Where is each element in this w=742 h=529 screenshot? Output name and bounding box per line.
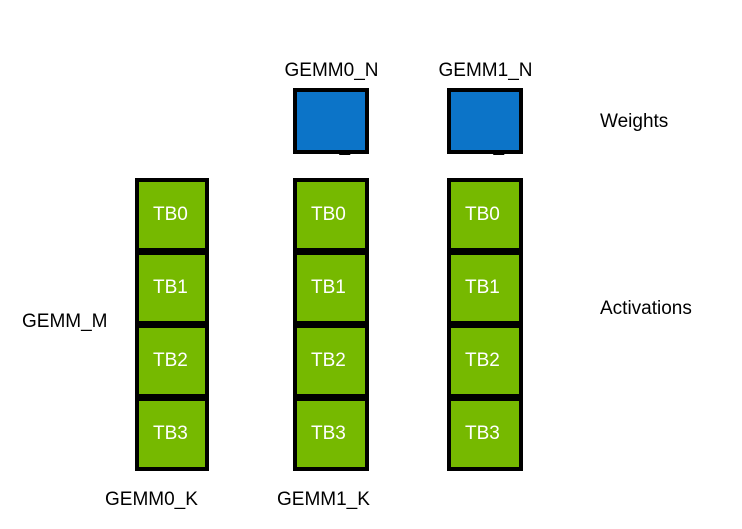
activation-cell-label: TB2 — [153, 350, 188, 371]
weights-row-label: Weights — [600, 111, 669, 132]
activation-cell: TB3 — [447, 397, 523, 471]
activation-cell-label: TB3 — [153, 423, 188, 444]
activation-cell: TB0 — [447, 178, 523, 252]
activation-cell: TB1 — [135, 251, 209, 325]
activation-cell-label: TB3 — [311, 423, 346, 444]
activation-cell-label: TB1 — [153, 277, 188, 298]
activation-column-2: TB0 TB1 TB2 TB3 — [447, 178, 523, 471]
gemm1-n-header-line1: GEMM1_N — [438, 60, 533, 81]
gemm0-k-label: GEMM0_K — [105, 489, 198, 510]
activation-cell: TB1 — [293, 251, 369, 325]
activation-cell: TB2 — [447, 324, 523, 398]
activation-cell-label: TB0 — [311, 204, 346, 225]
activation-cell: TB2 — [293, 324, 369, 398]
activation-cell-label: TB1 — [465, 277, 500, 298]
activation-cell-label: TB2 — [311, 350, 346, 371]
activation-column-1: TB0 TB1 TB2 TB3 — [293, 178, 369, 471]
activation-cell-label: TB0 — [465, 204, 500, 225]
weight-block-0 — [293, 88, 369, 154]
gemm0-n-header-line1: GEMM0_N — [284, 60, 379, 81]
activation-cell: TB3 — [293, 397, 369, 471]
activation-cell-label: TB2 — [465, 350, 500, 371]
gemm-m-label: GEMM_M — [22, 311, 108, 332]
weight-block-1 — [447, 88, 523, 154]
activation-cell-label: TB1 — [311, 277, 346, 298]
gemm1-k-label: GEMM1_K — [277, 489, 370, 510]
activation-cell: TB2 — [135, 324, 209, 398]
activation-cell: TB3 — [135, 397, 209, 471]
activation-cell: TB0 — [293, 178, 369, 252]
activations-row-label: Activations — [600, 298, 692, 319]
activation-cell-label: TB3 — [465, 423, 500, 444]
activation-column-0: TB0 TB1 TB2 TB3 — [135, 178, 209, 471]
activation-cell: TB0 — [135, 178, 209, 252]
activation-cell-label: TB0 — [153, 204, 188, 225]
activation-cell: TB1 — [447, 251, 523, 325]
